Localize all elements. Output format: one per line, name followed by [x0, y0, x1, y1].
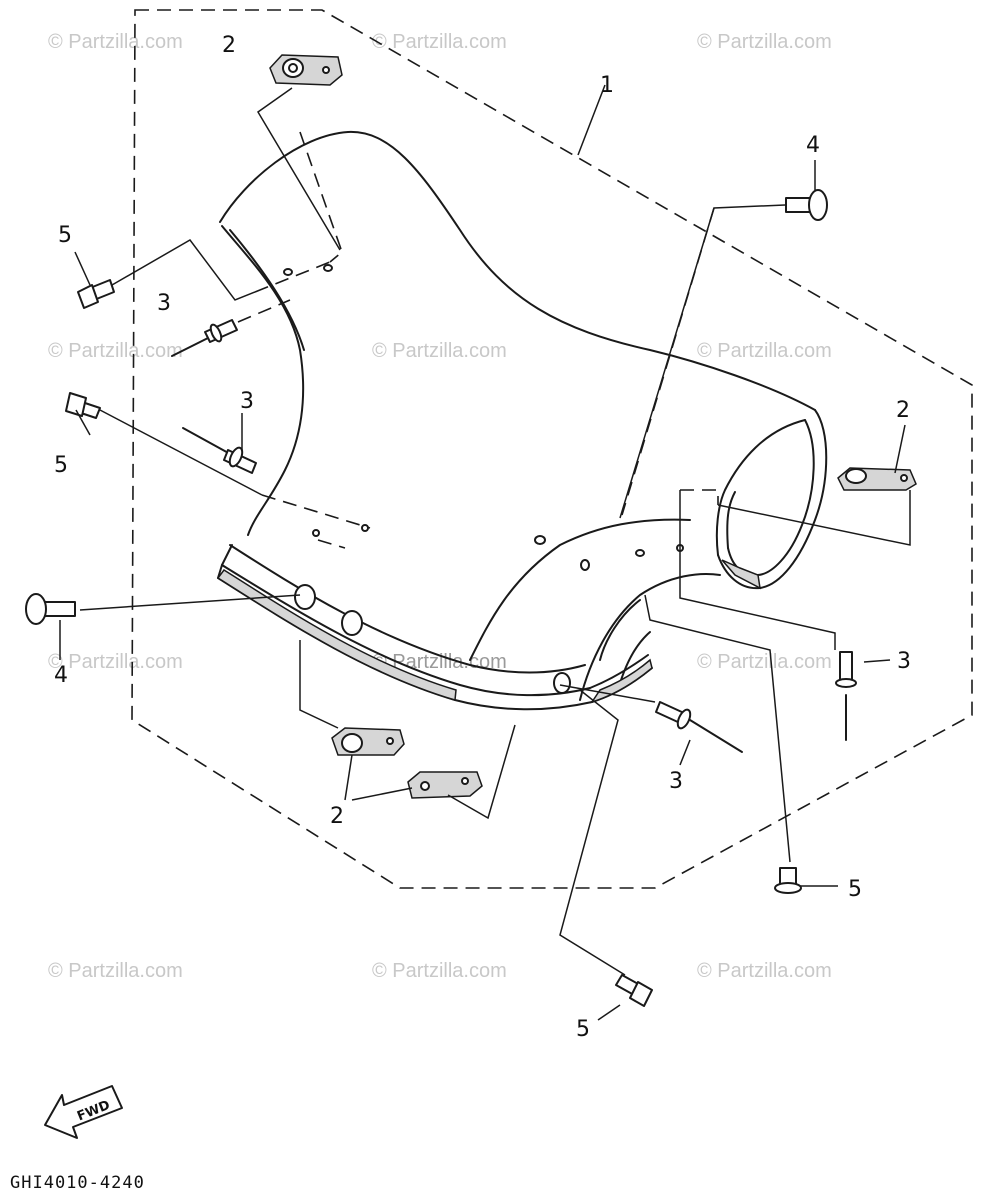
callout-3: 3: [240, 389, 254, 414]
plate-part-2-bottom-b: [407, 771, 483, 799]
watermark: © Partzilla.com: [48, 31, 183, 53]
callout-5: 5: [58, 223, 72, 248]
callout-3: 3: [157, 291, 171, 316]
watermark: © Partzilla.com: [48, 960, 183, 982]
watermarks: © Partzilla.com © Partzilla.com © Partzi…: [48, 31, 832, 982]
watermark: © Partzilla.com: [697, 651, 832, 673]
watermark: © Partzilla.com: [697, 31, 832, 53]
callout-2: 2: [222, 33, 236, 58]
callout-4: 4: [806, 133, 820, 158]
plate-part-2-top: [269, 54, 343, 86]
assembly-boundary: [131, 9, 973, 889]
watermark: © Partzilla.com: [48, 340, 183, 362]
bolt-part-5-upper-left: [77, 279, 115, 309]
bolt-part-5-bottom: [615, 974, 653, 1007]
rivet-part-3-right: [835, 651, 857, 741]
callouts: 1 2 2 2 3 3 3 3 4 4 5 5 5 5: [54, 33, 911, 1042]
callout-3: 3: [669, 769, 683, 794]
bolt-part-4-upper-right: [785, 189, 828, 221]
rivet-part-3-bottom: [655, 701, 743, 753]
watermark: © Partzilla.com: [372, 960, 507, 982]
callout-4: 4: [54, 663, 68, 688]
bolt-part-5-right: [774, 867, 802, 894]
cover-part-1: [216, 130, 828, 711]
callout-5: 5: [576, 1017, 590, 1042]
drawing-code: GHI4010-4240: [10, 1173, 145, 1193]
callout-2: 2: [896, 398, 910, 423]
callout-3: 3: [897, 649, 911, 674]
plate-part-2-bottom-a: [331, 727, 405, 756]
rivet-part-3-upper-left: [171, 319, 238, 357]
bolt-part-4-left: [25, 593, 76, 625]
watermark: © Partzilla.com: [372, 340, 507, 362]
rivet-part-3-mid-left: [182, 427, 257, 474]
watermark: © Partzilla.com: [372, 651, 507, 673]
callout-5: 5: [54, 453, 68, 478]
watermark: © Partzilla.com: [48, 651, 183, 673]
watermark: © Partzilla.com: [697, 340, 832, 362]
callout-2: 2: [330, 804, 344, 829]
callout-5: 5: [848, 877, 862, 902]
plate-part-2-right: [837, 467, 917, 491]
watermark: © Partzilla.com: [697, 960, 832, 982]
callout-1: 1: [600, 73, 614, 98]
bolt-part-5-mid-left: [65, 392, 101, 419]
watermark: © Partzilla.com: [372, 31, 507, 53]
forward-arrow-icon: FWD: [44, 1085, 123, 1139]
leader-lines: [59, 84, 911, 1021]
